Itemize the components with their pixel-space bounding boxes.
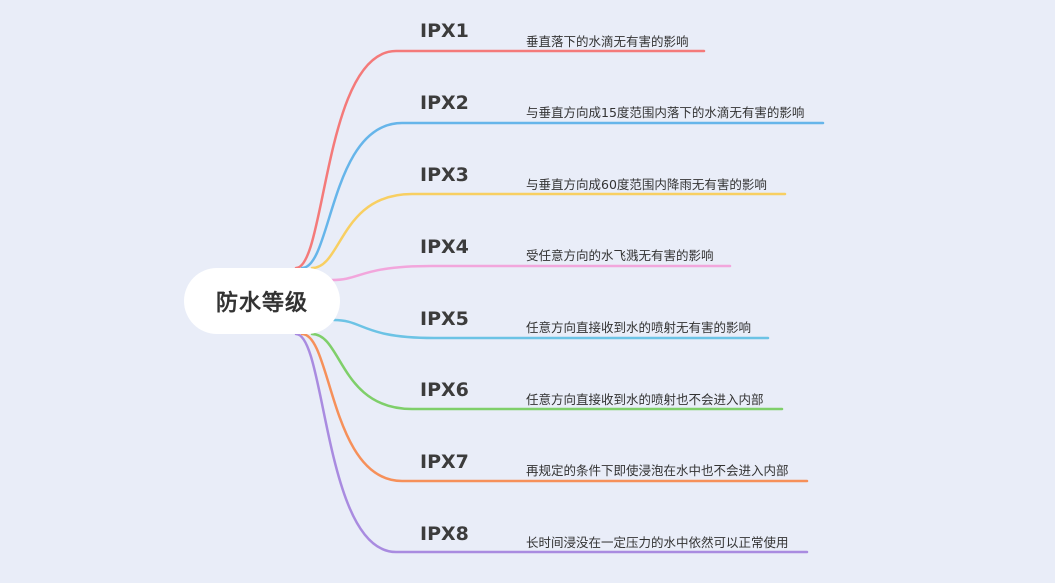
- branch-description-ipx1[interactable]: 垂直落下的水滴无有害的影响: [526, 34, 689, 49]
- connector-ipx4: [330, 264, 732, 282]
- connector-ipx3: [310, 192, 787, 270]
- connector-ipx2: [300, 121, 825, 270]
- branch-description-ipx3[interactable]: 与垂直方向成60度范围内降雨无有害的影响: [526, 177, 767, 192]
- connector-ipx8: [294, 332, 809, 554]
- branch-code-ipx2[interactable]: IPX2: [420, 92, 469, 114]
- connector-ipx1: [294, 49, 706, 270]
- branch-code-ipx5[interactable]: IPX5: [420, 308, 469, 330]
- branch-description-ipx4[interactable]: 受任意方向的水飞溅无有害的影响: [526, 248, 714, 263]
- branch-code-ipx7[interactable]: IPX7: [420, 451, 469, 473]
- connector-ipx7: [300, 332, 809, 483]
- connector-ipx6: [310, 332, 784, 411]
- branch-code-ipx6[interactable]: IPX6: [420, 379, 469, 401]
- branch-code-ipx4[interactable]: IPX4: [420, 236, 469, 258]
- branch-description-ipx5[interactable]: 任意方向直接收到水的喷射无有害的影响: [526, 320, 752, 335]
- branch-description-ipx6[interactable]: 任意方向直接收到水的喷射也不会进入内部: [526, 392, 764, 407]
- connector-ipx5: [332, 318, 770, 340]
- branch-description-ipx7[interactable]: 再规定的条件下即使浸泡在水中也不会进入内部: [526, 463, 789, 478]
- branch-description-ipx8[interactable]: 长时间浸没在一定压力的水中依然可以正常使用: [526, 535, 789, 550]
- root-node[interactable]: 防水等级: [184, 268, 340, 334]
- root-label: 防水等级: [215, 291, 308, 316]
- branch-code-ipx3[interactable]: IPX3: [420, 164, 469, 186]
- branch-description-ipx2[interactable]: 与垂直方向成15度范围内落下的水滴无有害的影响: [526, 105, 805, 120]
- branch-code-ipx1[interactable]: IPX1: [420, 20, 469, 42]
- branch-code-ipx8[interactable]: IPX8: [420, 523, 469, 545]
